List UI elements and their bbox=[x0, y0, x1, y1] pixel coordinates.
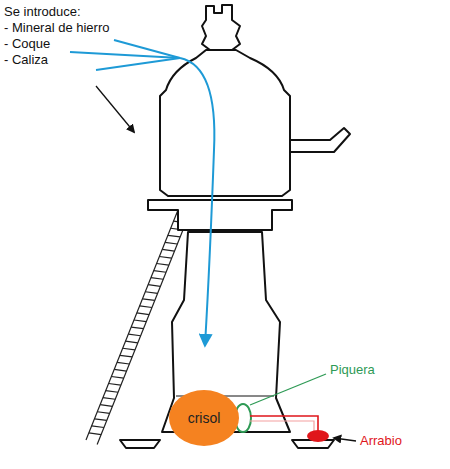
crucible-circle: crisol bbox=[168, 389, 240, 447]
pointer-arrow bbox=[96, 86, 134, 132]
part-label: Piquera bbox=[330, 362, 375, 377]
node-label: crisol bbox=[188, 410, 221, 426]
side-arm bbox=[290, 128, 350, 152]
furnace-upper-body bbox=[160, 50, 290, 196]
charge-note: Se introduce: bbox=[4, 4, 81, 19]
charge-note: - Coque bbox=[4, 36, 50, 51]
furnace-top bbox=[202, 5, 240, 50]
base-foot bbox=[120, 440, 160, 448]
piquera-leader bbox=[250, 374, 326, 405]
arrabio-pointer bbox=[334, 438, 356, 441]
charge-flow bbox=[70, 40, 214, 345]
platform bbox=[148, 200, 292, 230]
pig-iron-pool bbox=[307, 430, 329, 442]
charge-note: - Caliza bbox=[4, 52, 48, 67]
part-label: Arrabio bbox=[360, 433, 402, 448]
tap-channel bbox=[250, 416, 318, 432]
tap-channel bbox=[250, 421, 314, 432]
charge-note: - Mineral de hierro bbox=[4, 20, 110, 35]
crucible-fill bbox=[169, 390, 239, 446]
